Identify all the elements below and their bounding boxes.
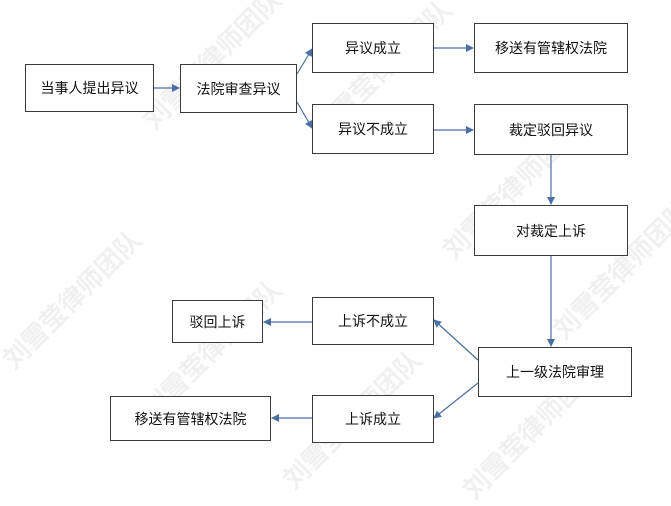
appeal-valid-box: 上诉成立 (312, 395, 434, 443)
arrow-review-to-invalid (296, 101, 313, 129)
appeal-invalid-box: 上诉不成立 (312, 297, 434, 345)
reject-appeal-box: 驳回上诉 (172, 300, 263, 343)
appeal-ruling-box: 对裁定上诉 (474, 205, 628, 256)
arrow-higher-to-appeal-invalid (433, 319, 479, 361)
objection-valid-box: 异议成立 (312, 23, 434, 73)
ruling-reject-box: 裁定驳回异议 (474, 104, 628, 155)
flow-connectors (154, 44, 555, 422)
objection-invalid-box: 异议不成立 (312, 104, 434, 154)
arrow-review-to-valid (296, 48, 313, 75)
transfer-top-box: 移送有管辖权法院 (474, 23, 628, 73)
transfer-bottom-box: 移送有管辖权法院 (110, 396, 271, 441)
court-review-box: 法院审查异议 (180, 64, 297, 113)
higher-court-review-box: 上一级法院审理 (478, 347, 632, 397)
arrow-higher-to-appeal-valid (433, 382, 479, 419)
objection-box: 当事人提出异议 (25, 64, 154, 112)
